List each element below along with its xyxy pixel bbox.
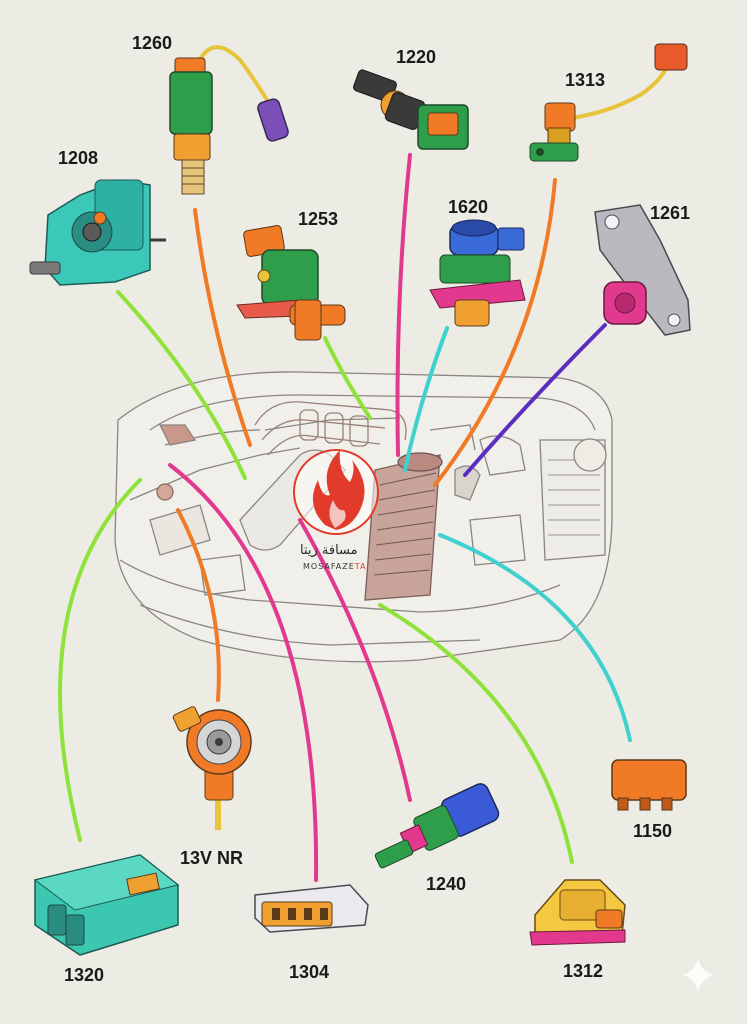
line-1312 [378,603,574,864]
line-1253 [323,336,372,420]
component-1253-valve[interactable] [236,225,346,341]
label-13vnr: 13V NR [180,848,244,868]
label-1150: 1150 [633,821,673,841]
line-13vnr [176,508,221,702]
connector-lines [58,153,632,882]
component-1261-sensor[interactable] [594,204,691,336]
line-1220 [395,153,412,457]
component-1313-sensor[interactable] [529,43,688,162]
watermark-arabic-text: مسافة زيتا [300,543,358,558]
line-1620 [403,326,449,472]
watermark-logo [293,449,379,535]
label-1253: 1253 [298,209,339,229]
sparkle-icon [682,958,714,992]
label-1208: 1208 [58,148,99,168]
component-1208-pump[interactable] [29,179,166,286]
label-1620: 1620 [448,197,489,217]
component-1240-sensor[interactable] [374,781,501,869]
component-1312-sensor[interactable] [529,879,626,946]
watermark-latin-main: MOSAFAZE [303,562,355,571]
component-1320-ecu[interactable] [33,854,180,956]
label-1312: 1312 [563,961,604,981]
component-13vnr-sensor[interactable] [172,706,252,830]
line-1261 [463,323,607,477]
label-1220: 1220 [396,47,437,67]
label-1320: 1320 [64,965,105,985]
line-1304 [168,463,319,882]
line-1150 [438,533,632,742]
label-1304: 1304 [289,962,330,982]
line-1320 [58,478,142,842]
label-1240: 1240 [426,874,467,894]
line-1313 [433,178,557,487]
label-1313: 1313 [565,70,606,90]
label-1261: 1261 [650,203,691,223]
component-1150-relay[interactable] [611,759,687,811]
component-1620-sensor[interactable] [429,219,526,327]
line-1240 [298,518,412,802]
line-1208 [116,290,247,480]
component-1220-sensor[interactable] [352,69,469,150]
component-1260-sensor[interactable] [169,45,290,195]
line-1260 [193,208,252,447]
watermark-latin-highlight: TA [354,562,367,571]
component-1304-connector[interactable] [254,884,369,933]
watermark-latin-text: MOSAFAZETA [303,562,367,571]
label-1260: 1260 [132,33,173,53]
